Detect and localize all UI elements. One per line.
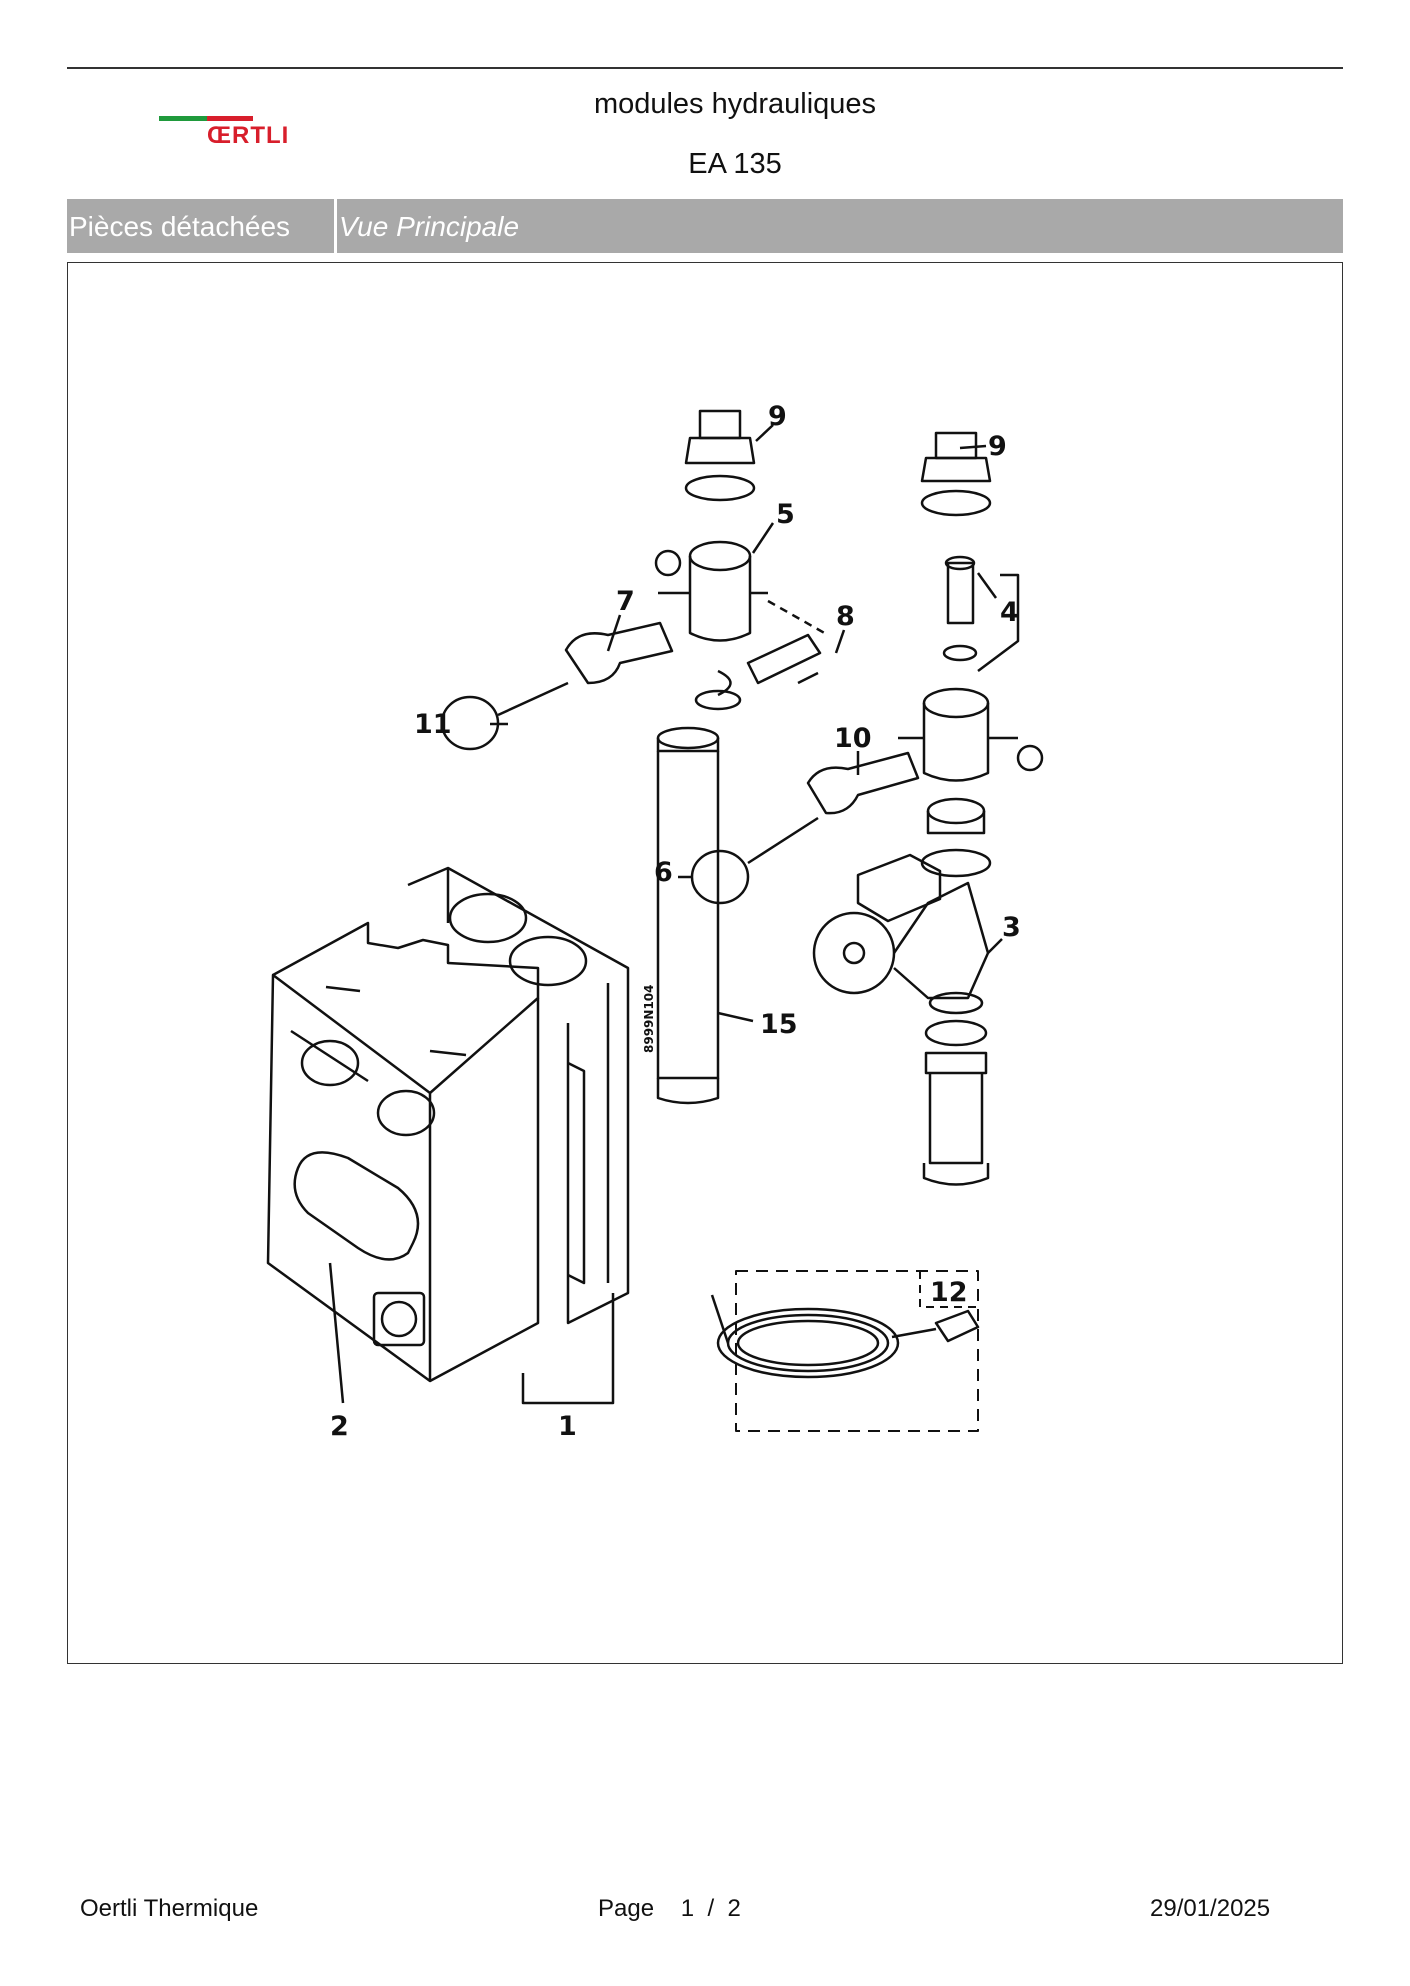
callout-7: 7 bbox=[616, 586, 635, 617]
document-title: modules hydrauliques bbox=[593, 88, 877, 120]
section-cell bbox=[67, 199, 337, 253]
footer-date: 29/01/2025 bbox=[1150, 1895, 1271, 1922]
callout-11: 11 bbox=[414, 709, 452, 740]
section-label: Pièces détachées bbox=[69, 211, 291, 242]
insulation-casing-back bbox=[407, 866, 630, 1325]
page-label: Page bbox=[598, 1895, 655, 1922]
page-current: 1 bbox=[680, 1895, 695, 1922]
cable-harness bbox=[710, 1294, 980, 1379]
logo-red-bar bbox=[207, 116, 253, 121]
callout-10: 10 bbox=[834, 723, 872, 754]
callout-15: 15 bbox=[760, 1009, 798, 1040]
callout-1: 1 bbox=[558, 1411, 577, 1442]
header-rule bbox=[67, 67, 1343, 69]
riser-tube bbox=[656, 726, 720, 1105]
callout-3: 3 bbox=[1002, 912, 1021, 943]
drawing-reference-code: 8999N104 bbox=[642, 985, 656, 1054]
exploded-view-drawing: 9 5 9 4 7 8 11 10 6 3 15 12 2 1 8999N104 bbox=[266, 401, 1044, 1442]
oertli-logo: ŒRTLI bbox=[155, 112, 315, 156]
page-total: 2 bbox=[727, 1895, 741, 1922]
callout-8: 8 bbox=[836, 601, 855, 632]
callout-12: 12 bbox=[930, 1277, 968, 1308]
view-label: Vue Principale bbox=[339, 211, 520, 242]
callout-5: 5 bbox=[776, 499, 795, 530]
callout-9-right: 9 bbox=[988, 431, 1007, 462]
exploded-view-frame: 9 5 9 4 7 8 11 10 6 3 15 12 2 1 8999N104 bbox=[67, 262, 1343, 1664]
callout-6: 6 bbox=[654, 857, 673, 888]
footer-pagination: Page 1 / 2 bbox=[598, 1895, 741, 1923]
valve-body-left bbox=[654, 540, 768, 697]
valve-body-right bbox=[898, 687, 1044, 782]
page-separator: / bbox=[707, 1895, 715, 1922]
model-name: EA 135 bbox=[688, 148, 782, 180]
callout-2: 2 bbox=[330, 1411, 349, 1442]
section-band: Pièces détachées Vue Principale bbox=[67, 199, 1343, 253]
logo-green-bar bbox=[159, 116, 207, 121]
circulator-pump bbox=[812, 797, 992, 1015]
insulation-casing-front bbox=[266, 921, 540, 1383]
callout-4: 4 bbox=[1000, 597, 1019, 628]
footer-company: Oertli Thermique bbox=[80, 1895, 259, 1922]
callout-9-left: 9 bbox=[768, 401, 787, 432]
logo-wordmark: ŒRTLI bbox=[207, 122, 290, 149]
